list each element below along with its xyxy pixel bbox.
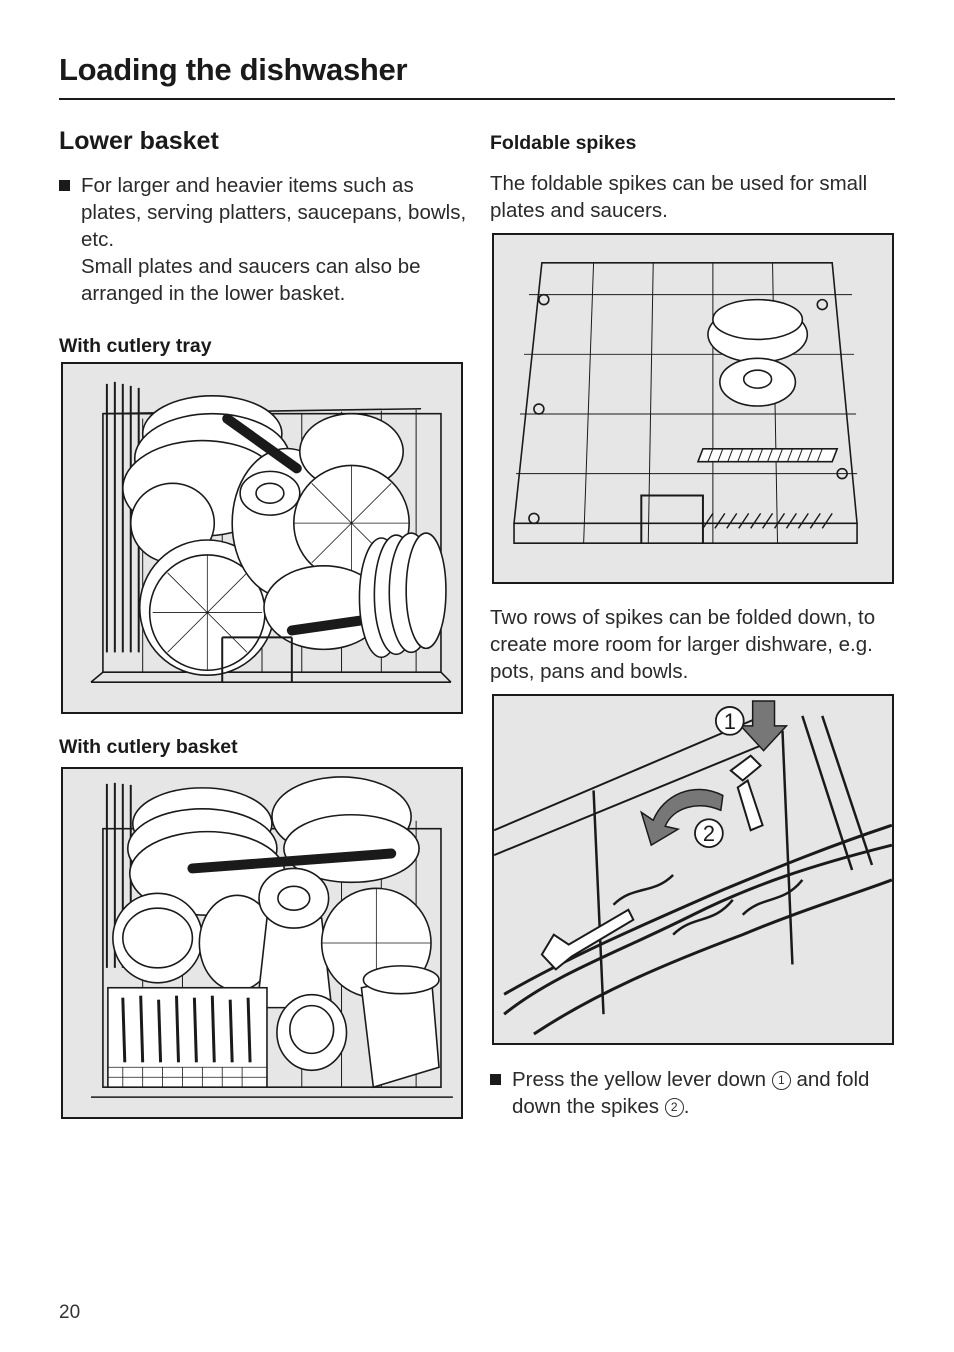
lower-basket-bullet: For larger and heavier items such as pla… <box>59 172 469 307</box>
lower-basket-cutlery-basket-illustration <box>61 767 463 1119</box>
callout-1: 1 <box>714 706 745 736</box>
step-marker-2: 2 <box>664 1098 684 1117</box>
lower-basket-cutlery-tray-illustration <box>61 362 463 714</box>
callout-2: 2 <box>694 818 724 849</box>
cutlery-tray-drawing <box>90 381 452 683</box>
fold-rows-text: Two rows of spikes can be folded down, t… <box>490 606 876 683</box>
title-divider <box>59 98 895 100</box>
cutlery-basket-heading: With cutlery basket <box>59 736 238 758</box>
lower-basket-heading: Lower basket <box>59 127 219 155</box>
callout-2-label: 2 <box>703 821 715 846</box>
foldable-spikes-basket-illustration <box>492 233 894 584</box>
square-bullet-icon <box>490 1074 501 1085</box>
step-text-before: Press the yellow lever down <box>512 1068 767 1091</box>
foldable-spikes-heading: Foldable spikes <box>490 132 637 154</box>
lower-basket-text-2: Small plates and saucers can also be arr… <box>81 255 421 305</box>
step-text-after: . <box>683 1095 690 1118</box>
page-title: Loading the dishwasher <box>59 52 408 87</box>
callout-1-label: 1 <box>724 709 736 734</box>
fold-step-bullet: Press the yellow lever down 1 and fold d… <box>490 1066 895 1120</box>
step-marker-1: 1 <box>771 1071 791 1090</box>
fold-spikes-detail-illustration: 1 2 <box>492 694 894 1045</box>
lower-basket-text-1: For larger and heavier items such as pla… <box>81 174 467 251</box>
square-bullet-icon <box>59 180 70 191</box>
spikes-basket-drawing <box>513 262 858 545</box>
cutlery-basket-drawing <box>90 776 453 1098</box>
cutlery-tray-heading: With cutlery tray <box>59 335 212 357</box>
step-text-middle: and fold down the spikes <box>512 1068 870 1118</box>
spikes-detail-drawing: 1 2 <box>494 700 892 1036</box>
foldable-spikes-intro: The foldable spikes can be used for smal… <box>490 172 868 222</box>
page-number: 20 <box>59 1302 81 1323</box>
